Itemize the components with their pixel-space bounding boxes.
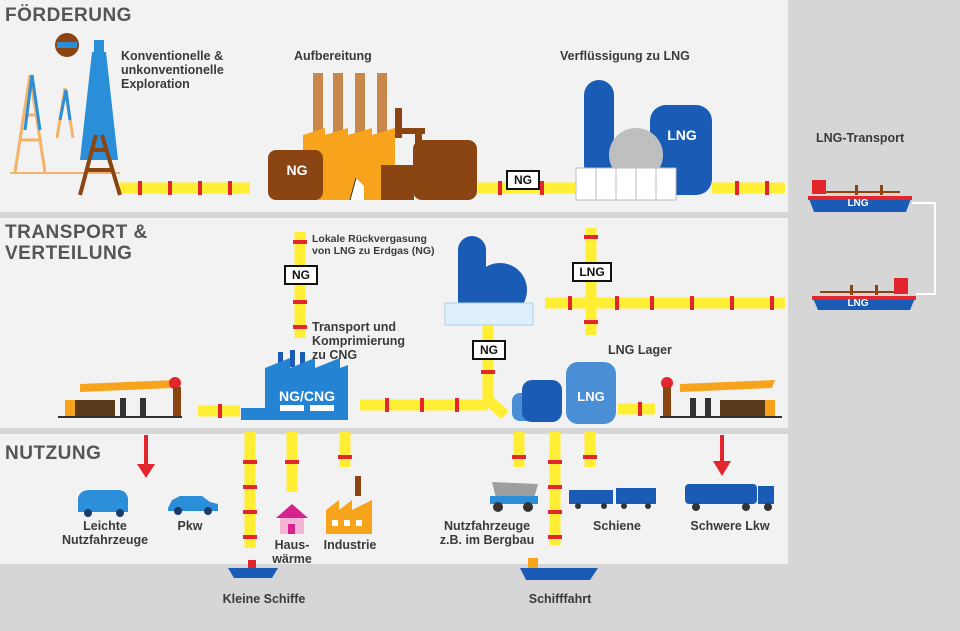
label-pkw: Pkw [177, 519, 203, 533]
panel-nutzung [0, 434, 788, 564]
label-nutzfahrzeuge-bergbau: Nutzfahrzeuge z.B. im Bergbau [439, 519, 535, 547]
label-kleine-schiffe: Kleine Schiffe [222, 592, 306, 606]
factory-icon [326, 476, 372, 534]
processing-plant-icon [268, 73, 477, 201]
pipe-joints [138, 181, 774, 539]
fuel-station-left-icon [58, 377, 182, 418]
liquefaction-plant-icon [575, 80, 712, 201]
lng-ship-top-label: LNG [847, 198, 869, 209]
small-ship-icon [228, 560, 278, 578]
section-title-nutzung: NUTZUNG [5, 443, 102, 464]
drilling-rigs-icon [10, 33, 122, 196]
red-arrow-right-icon [713, 435, 731, 476]
label-lng-lager: LNG Lager [608, 343, 672, 357]
panel-transport [0, 218, 788, 428]
ng-tag-factory: NG [286, 162, 308, 178]
label-rueckvergasung: Lokale Rückvergasung von LNG zu Erdgas (… [312, 233, 435, 257]
lng-ship-bottom-icon [812, 278, 916, 310]
fuel-station-right-icon [660, 377, 782, 418]
section-title-transport: TRANSPORT & VERTEILUNG [5, 222, 148, 265]
lng-storage-label: LNG [577, 389, 605, 404]
car-icon [168, 496, 218, 515]
label-industrie: Industrie [323, 538, 377, 552]
label-hauswaerme: Haus- wärme [272, 538, 312, 566]
label-verfluessigung: Verflüssigung zu LNG [560, 49, 690, 63]
lng-ship-top-icon [808, 180, 912, 212]
label-exploration: Konventionelle & unkonventionelle Explor… [121, 49, 224, 91]
van-icon [78, 490, 128, 517]
mining-truck-icon [490, 482, 538, 512]
label-komprimierung: Transport und Komprimierung zu CNG [312, 320, 406, 362]
label-lng-transport: LNG-Transport [816, 131, 905, 145]
ng-tag-pipe-top: NG [506, 170, 540, 190]
heavy-truck-icon [685, 484, 774, 511]
label-schwere-lkw: Schwere Lkw [690, 519, 770, 533]
ng-tag-pipe-regas: NG [472, 340, 506, 360]
label-schifffahrt: Schifffahrt [528, 592, 592, 606]
ngcng-building-label: NG/CNG [279, 388, 335, 404]
label-schiene: Schiene [593, 519, 641, 533]
cargo-ship-icon [520, 558, 598, 580]
ship-route-connector [912, 202, 936, 295]
label-leichte-nutzfahrzeuge: Leichte Nutzfahrzeuge [61, 519, 149, 547]
lng-tag-pipe-mid: LNG [572, 262, 612, 282]
house-icon [276, 504, 308, 534]
lng-ship-bottom-label: LNG [847, 298, 869, 309]
lng-storage-tanks-icon [512, 362, 616, 424]
label-aufbereitung: Aufbereitung [294, 49, 372, 63]
ng-tag-pipe-left: NG [284, 265, 318, 285]
lng-tank-label: LNG [667, 127, 697, 143]
cng-station-building-icon [241, 350, 348, 420]
regasification-plant-icon [444, 236, 534, 326]
red-arrow-left-icon [137, 435, 155, 478]
train-icon [569, 488, 656, 509]
section-title-foerderung: FÖRDERUNG [5, 5, 132, 26]
